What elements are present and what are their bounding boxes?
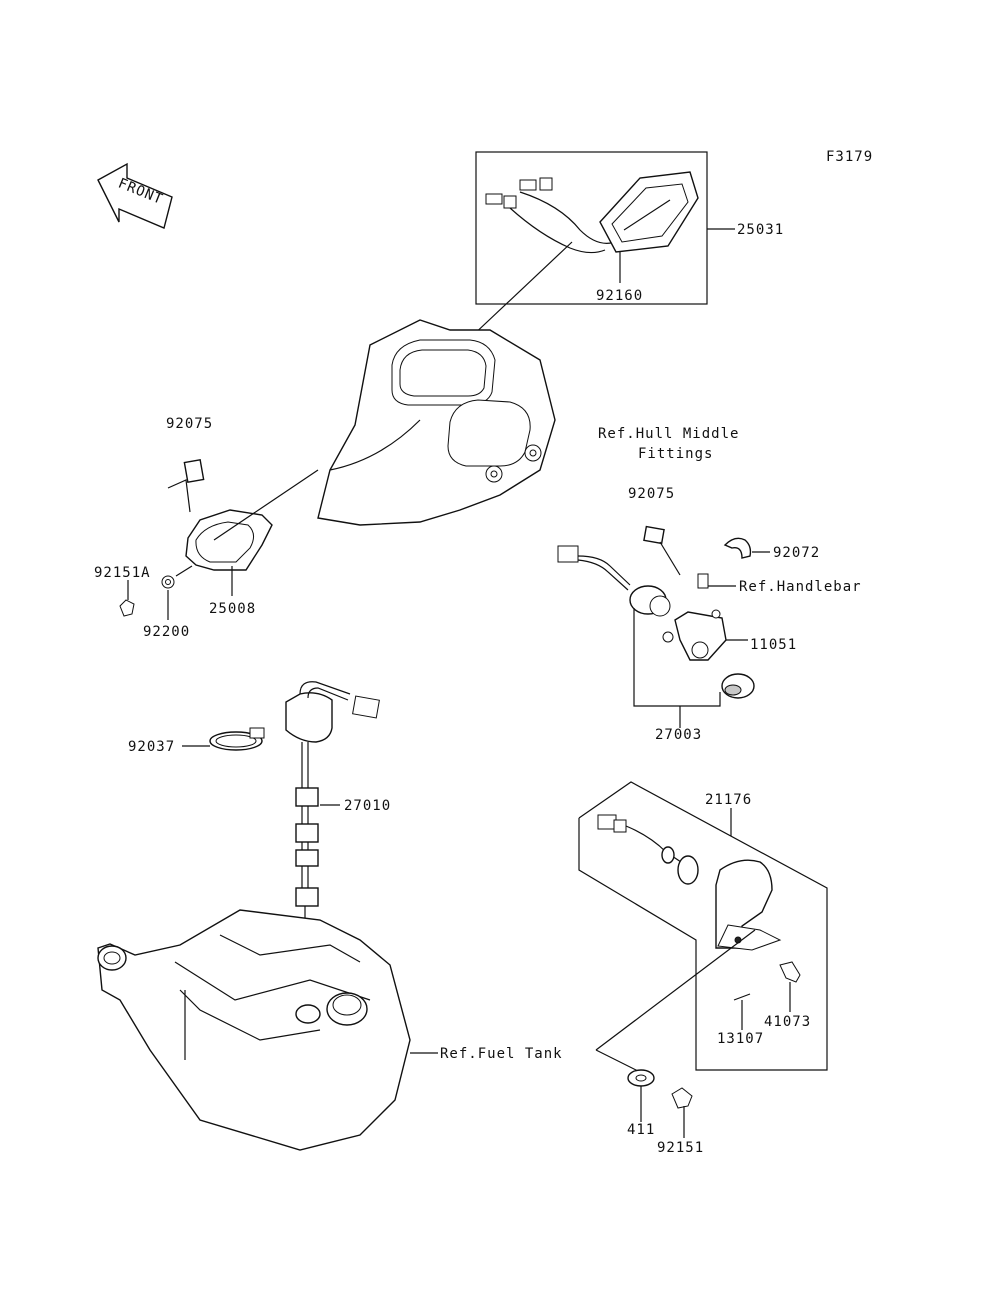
callout-11051: 11051 (750, 637, 797, 653)
callout-13107: 13107 (717, 1031, 764, 1047)
hull-cover (317, 319, 556, 526)
front-arrow-icon: FRONT (97, 162, 173, 229)
callout-27003: 27003 (655, 727, 702, 743)
bracket-assembly (119, 458, 319, 620)
callout-92151A: 92151A (94, 565, 151, 581)
ref-fuel-tank: Ref.Fuel Tank (440, 1046, 563, 1062)
callout-92200: 92200 (143, 624, 190, 640)
callout-92075-b: 92075 (628, 486, 675, 502)
callout-21176: 21176 (705, 792, 752, 808)
sensor-assembly (578, 781, 828, 1138)
callout-92151: 92151 (657, 1140, 704, 1156)
ref-hull-line2: Fittings (638, 446, 713, 462)
ref-handlebar: Ref.Handlebar (739, 579, 862, 595)
callout-41073: 41073 (764, 1014, 811, 1030)
callout-92037: 92037 (128, 739, 175, 755)
callout-92072: 92072 (773, 545, 820, 561)
callout-411: 411 (627, 1122, 655, 1138)
fuel-sender-assembly (182, 681, 380, 1010)
callout-25008: 25008 (209, 601, 256, 617)
callout-27010: 27010 (344, 798, 391, 814)
figure-code: F3179 (826, 149, 873, 165)
callout-25031: 25031 (737, 222, 784, 238)
callout-92160: 92160 (596, 288, 643, 304)
switch-assembly (557, 525, 770, 728)
ref-hull-line1: Ref.Hull Middle (598, 426, 739, 442)
fuel-tank (97, 909, 438, 1151)
callout-92075-a: 92075 (166, 416, 213, 432)
